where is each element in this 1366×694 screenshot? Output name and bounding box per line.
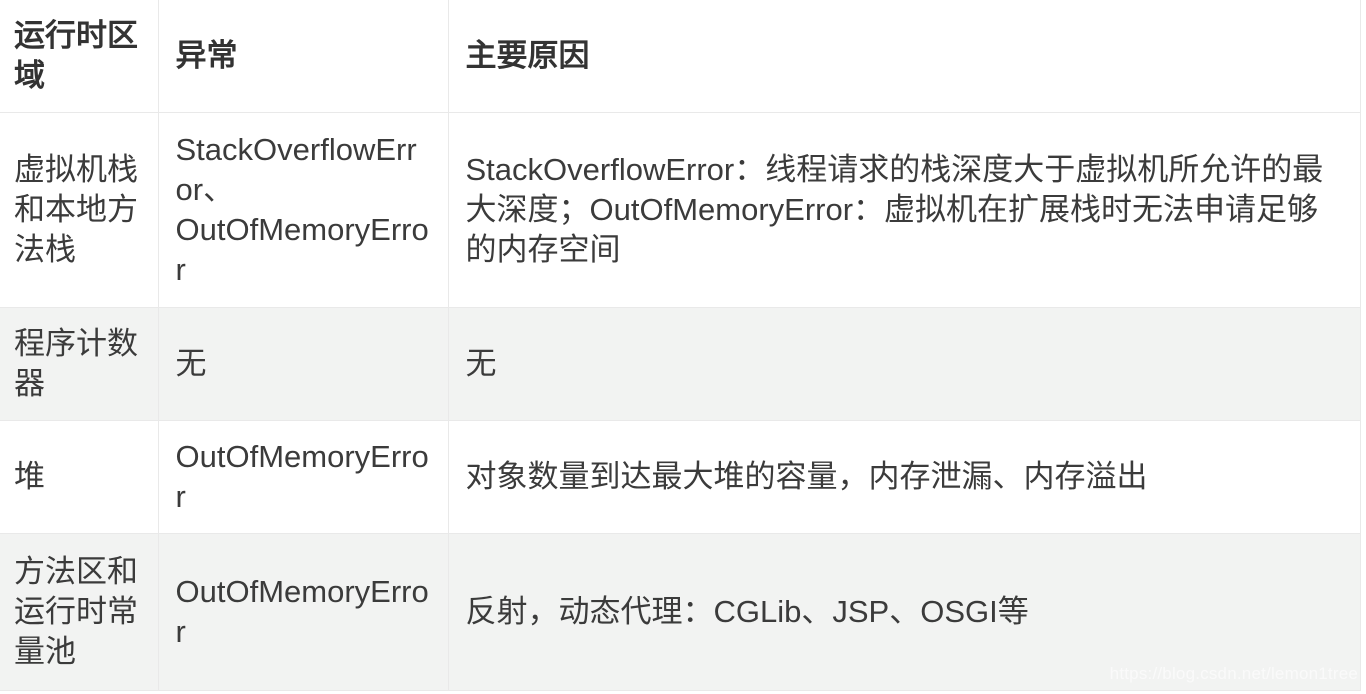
- cell-main-cause: 对象数量到达最大堆的容量，内存泄漏、内存溢出: [448, 420, 1361, 534]
- cell-exception: OutOfMemoryError: [158, 533, 449, 691]
- cell-exception: OutOfMemoryError: [158, 420, 449, 534]
- table-row: 方法区和运行时常量池 OutOfMemoryError 反射，动态代理：CGLi…: [0, 533, 1361, 691]
- column-header-exception: 异常: [158, 0, 449, 113]
- cell-runtime-area: 方法区和运行时常量池: [0, 533, 159, 691]
- table-row: 堆 OutOfMemoryError 对象数量到达最大堆的容量，内存泄漏、内存溢…: [0, 420, 1361, 534]
- column-header-runtime-area: 运行时区域: [0, 0, 159, 113]
- cell-exception: 无: [158, 307, 449, 421]
- header-row: 运行时区域 异常 主要原因: [0, 0, 1361, 113]
- cell-main-cause: StackOverflowError：线程请求的栈深度大于虚拟机所允许的最大深度…: [448, 112, 1361, 308]
- cell-runtime-area: 堆: [0, 420, 159, 534]
- cell-main-cause: 无: [448, 307, 1361, 421]
- cell-runtime-area: 虚拟机栈和本地方法栈: [0, 112, 159, 308]
- cell-main-cause: 反射，动态代理：CGLib、JSP、OSGI等: [448, 533, 1361, 691]
- cell-runtime-area: 程序计数器: [0, 307, 159, 421]
- cell-exception: StackOverflowError、OutOfMemoryError: [158, 112, 449, 308]
- table-header: 运行时区域 异常 主要原因: [0, 0, 1361, 113]
- table-body: 虚拟机栈和本地方法栈 StackOverflowError、OutOfMemor…: [0, 112, 1361, 691]
- table-row: 虚拟机栈和本地方法栈 StackOverflowError、OutOfMemor…: [0, 112, 1361, 308]
- table-row: 程序计数器 无 无: [0, 307, 1361, 421]
- column-header-main-cause: 主要原因: [448, 0, 1361, 113]
